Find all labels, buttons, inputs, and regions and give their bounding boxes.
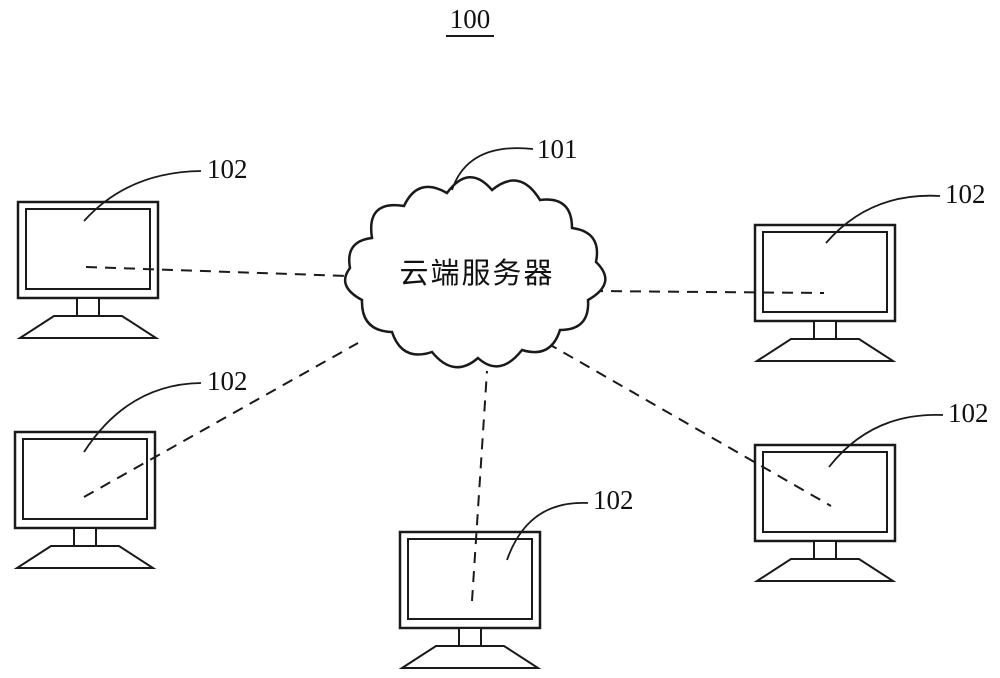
connection-line-bottom bbox=[471, 370, 488, 602]
connection-line-top-right bbox=[591, 290, 825, 294]
terminal-computer-mid-right bbox=[753, 443, 897, 583]
leader-line-terminal-top-left bbox=[83, 170, 202, 222]
connection-line-mid-right bbox=[546, 342, 832, 507]
terminal-computer-top-left bbox=[16, 200, 160, 340]
terminal-ref-label-mid-left: 102 bbox=[207, 366, 248, 396]
cloud-ref-label: 101 bbox=[537, 134, 578, 164]
terminal-computer-mid-left bbox=[13, 430, 157, 570]
leader-line-terminal-bottom bbox=[506, 502, 589, 561]
connection-line-top-left bbox=[85, 266, 349, 277]
figure-number: 100 bbox=[450, 4, 491, 34]
terminal-ref-label-bottom: 102 bbox=[593, 485, 634, 515]
terminal-computer-top-right bbox=[753, 223, 897, 363]
cloud-server: 云端服务器 bbox=[343, 176, 607, 369]
terminal-ref-label-top-right: 102 bbox=[945, 179, 986, 209]
leader-line-terminal-mid-left bbox=[83, 382, 202, 453]
terminal-ref-label-top-left: 102 bbox=[207, 154, 248, 184]
connection-line-mid-left bbox=[83, 342, 359, 498]
cloud-server-label: 云端服务器 bbox=[399, 257, 554, 290]
leader-line-terminal-top-right bbox=[825, 194, 941, 244]
terminal-computer-bottom bbox=[398, 530, 542, 670]
terminal-ref-label-mid-right: 102 bbox=[948, 398, 989, 428]
leader-line-terminal-mid-right bbox=[828, 414, 944, 468]
cloud-shape bbox=[343, 176, 607, 369]
leader-line-cloud bbox=[451, 147, 534, 191]
